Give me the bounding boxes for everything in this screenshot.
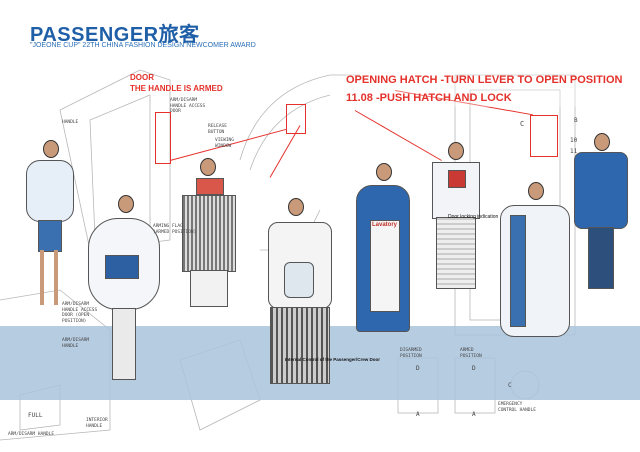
label-emergency-control: EMERGENCY CONTROL HANDLE xyxy=(498,402,536,413)
label-arming-flag: ARMING FLAG (ARMED POSITION) xyxy=(153,224,197,235)
door-callout-title: DOOR xyxy=(130,73,154,82)
figure-3-tray xyxy=(196,178,224,195)
label-c-bottom: C xyxy=(508,382,512,389)
figure-3-top xyxy=(182,195,236,272)
figure-2-head xyxy=(118,195,134,213)
lavatory-sign: Lavatory xyxy=(372,222,398,228)
label-10: 10 xyxy=(570,137,578,144)
figure-4-skirt xyxy=(270,307,330,384)
callout-box-lever xyxy=(530,115,558,157)
figure-6-skirt xyxy=(436,217,476,289)
page-subtitle: "JOEONE CUP" 22TH CHINA FASHION DESIGN N… xyxy=(30,42,256,49)
figure-2-panel xyxy=(105,255,139,279)
label-arm-disarm-handle: ARM/DISARM HANDLE xyxy=(62,338,90,349)
opening-hatch-text: OPENING HATCH -TURN LEVER TO OPEN POSITI… xyxy=(346,71,623,89)
figure-5-panel xyxy=(370,220,400,312)
figure-7-head xyxy=(528,182,544,200)
label-arm-disarm-access-open: ARM/DISARM HANDLE ACCESS DOOR (OPEN POSI… xyxy=(62,302,98,324)
label-viewing-window: VIEWING WINDOW xyxy=(215,138,234,149)
figure-6-head xyxy=(448,142,464,160)
figure-8-jacket xyxy=(574,152,628,229)
door-locking-label: Door locking indication xyxy=(448,214,499,220)
push-hatch-text: 11.08 -PUSH HATCH AND LOCK xyxy=(346,89,623,107)
figure-2-legs xyxy=(112,308,136,380)
label-a-2: A xyxy=(472,411,476,418)
label-arm-disarm-bottom: ARM/DISARM HANDLE xyxy=(8,432,55,437)
figure-6-badge xyxy=(448,170,466,188)
figure-8-pants xyxy=(588,227,614,289)
callout-box-door xyxy=(286,104,306,134)
label-d-2: D xyxy=(472,365,476,372)
label-armed-position: ARMED POSITION xyxy=(460,348,482,359)
figure-3-shorts xyxy=(190,270,228,307)
label-disarmed-position: DISARMED POSITION xyxy=(400,348,422,359)
figure-4-window xyxy=(284,262,314,298)
figure-1-jacket xyxy=(26,160,74,222)
label-b: B xyxy=(574,117,578,124)
label-c-top: C xyxy=(520,120,525,128)
figure-3-head xyxy=(200,158,216,176)
label-11: 11 xyxy=(570,148,578,155)
label-arm-disarm-access: ARM/DISARM HANDLE ACCESS DOOR xyxy=(170,98,206,114)
label-full: FULL xyxy=(28,412,43,419)
callout-box-handle xyxy=(155,112,171,164)
figure-1-shorts xyxy=(38,220,62,252)
door-callout: DOOR THE HANDLE IS ARMED xyxy=(130,72,223,94)
figure-1-leg-right xyxy=(54,250,58,305)
figure-1-head xyxy=(43,140,59,158)
label-release-button: RELEASE BUTTON xyxy=(208,124,227,135)
label-handle: HANDLE xyxy=(62,120,79,125)
hatch-instructions: OPENING HATCH -TURN LEVER TO OPEN POSITI… xyxy=(346,71,623,107)
internal-controls-label: Internal Control of the Passenger/Crew D… xyxy=(285,357,381,362)
figure-7-stripe xyxy=(510,215,526,327)
figure-5-head xyxy=(376,163,392,181)
label-a-1: A xyxy=(416,411,420,418)
figure-1-leg-left xyxy=(40,250,44,305)
page-title: PASSENGER旅客 xyxy=(30,24,200,46)
label-d-1: D xyxy=(416,365,420,372)
label-interior-handle: INTERIOR HANDLE xyxy=(86,418,108,429)
figure-8-head xyxy=(594,133,610,151)
handle-armed-callout: THE HANDLE IS ARMED xyxy=(130,84,223,93)
figure-4-head xyxy=(288,198,304,216)
